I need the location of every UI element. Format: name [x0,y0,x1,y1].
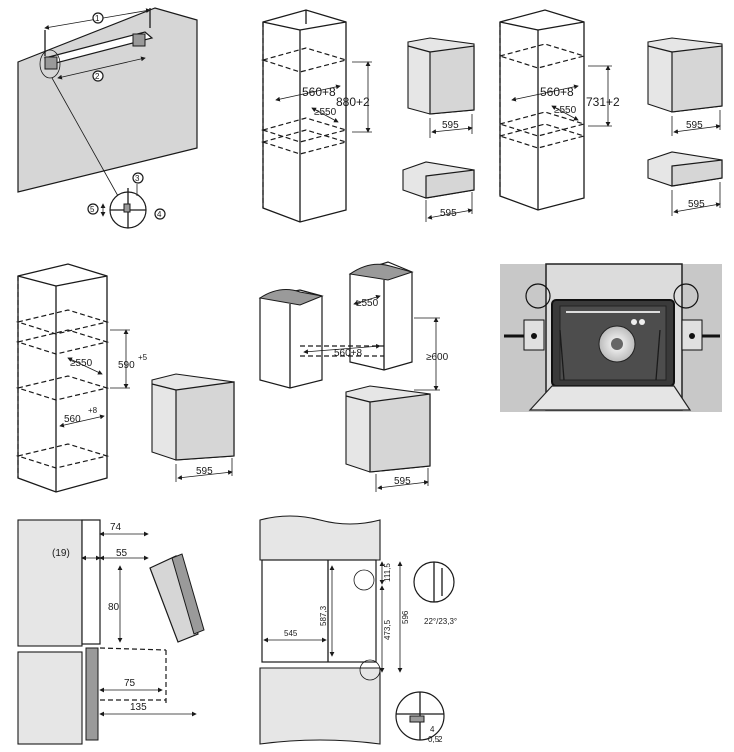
dim-angle: 22°/23,3° [424,617,457,626]
dim-depth-b: ≥550 [554,105,577,116]
callout-5: 5 [90,205,95,214]
dim-height-c: 590 [118,360,135,371]
panel-base-cabinet: ≥550 560+8 ≥600 [258,261,449,391]
callout-4: 4 [157,210,162,219]
dim-height-a: 880+2 [336,95,370,109]
dim-4: 4 [430,725,435,734]
dim-74: 74 [110,522,122,533]
dim-depth-d: ≥550 [356,298,379,309]
dim-drawer-width-a: 595 [440,208,457,219]
callout-2: 2 [95,72,100,81]
panel-oven-interior-photo [500,263,722,412]
dim-drawer-width-b: 595 [688,199,705,210]
dim-oven-width-c: 595 [196,466,213,477]
panel-oven-d: 595 [345,385,431,492]
callout-1: 1 [95,14,100,23]
dim-height-c-tol: +5 [138,353,148,362]
dim-oven-width-b: 595 [686,120,703,131]
dim-depth-c: ≥550 [70,358,93,369]
dim-depth-a: ≥550 [314,107,337,118]
dim-80: 80 [108,602,120,613]
dim-4735: 473,5 [383,619,392,640]
dim-width-c-tol: +8 [88,406,98,415]
panel-side-section: 74 (19) 55 80 75 135 [17,519,205,745]
dim-19: (19) [52,548,70,559]
dim-oven-width-a: 595 [442,120,459,131]
dim-545: 545 [284,629,298,638]
callout-3: 3 [135,174,140,183]
dim-1115: 111,5 [383,563,392,582]
panel-oven-45: 595 [647,37,723,136]
panel-oven-60: 595 [407,37,475,138]
panel-tall-cabinet-a: 560+8 ≥550 880+2 [260,9,372,223]
panel-tall-cabinet-b: 560+8 ≥550 731+2 [497,9,620,211]
panel-tall-cabinet-c: ≥550 560 +8 590 +5 [15,263,148,493]
dim-75: 75 [124,678,136,689]
dim-width-c: 560 [64,414,81,425]
dim-55: 55 [116,548,128,559]
panel-drawer-a: 595 [402,161,475,222]
dim-height-d: ≥600 [426,352,449,363]
dim-width-d: 560+8 [334,348,363,359]
panel-drawer-b: 595 [647,151,723,216]
dim-596: 596 [401,610,410,624]
dim-2: 2 [438,735,443,744]
dim-oven-width-d: 595 [394,476,411,487]
panel-front-section: 545 587,3 473,5 111,5 596 22°/23,3° 4 0,… [259,515,457,745]
dim-135: 135 [130,702,147,713]
dim-height-b: 731+2 [586,95,620,109]
panel-oven-c: 595 [151,373,235,482]
dim-5873: 587,3 [319,605,328,626]
dim-05: 0,5 [428,735,440,744]
panel-door-front: 1 2 3 4 5 [17,7,198,229]
dim-width-b: 560+8 [540,85,574,99]
dim-width-a: 560+8 [302,85,336,99]
